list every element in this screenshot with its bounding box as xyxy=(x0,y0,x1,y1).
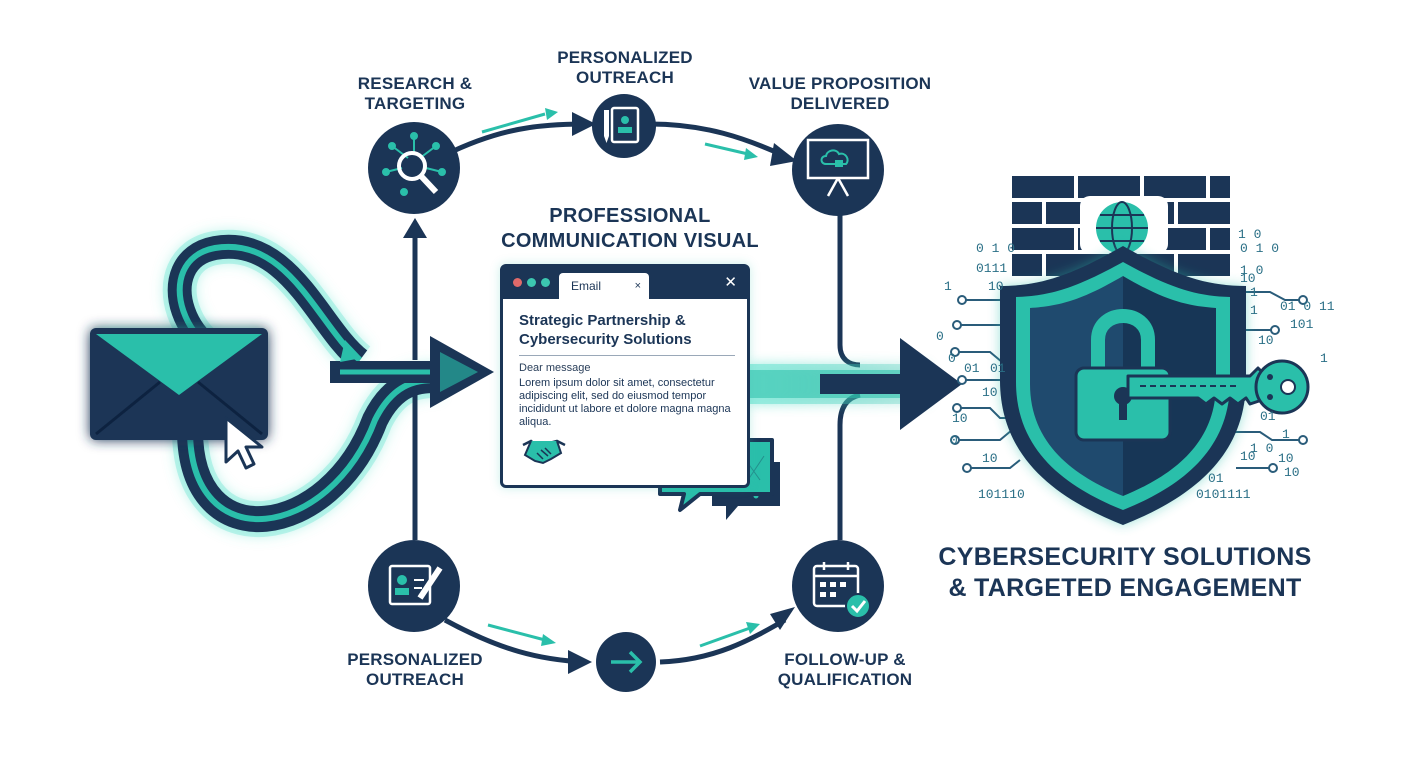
connector-arrowheads xyxy=(403,112,797,674)
binary-text: 01 xyxy=(964,361,980,376)
binary-text: 01 xyxy=(1208,471,1224,486)
step-outreach-bottom-circle xyxy=(368,540,460,632)
binary-text: 10 xyxy=(982,451,998,466)
step-value-circle xyxy=(792,124,884,216)
step-research-line2: TARGETING xyxy=(364,94,466,113)
binary-text: 10 xyxy=(1240,449,1256,464)
presentation-cloud-lock-icon xyxy=(806,138,870,197)
binary-text: 0 1 0 xyxy=(1240,241,1279,256)
binary-text: 10 xyxy=(988,279,1004,294)
edit-profile-icon xyxy=(388,564,443,606)
step-followup-line1: FOLLOW-UP & xyxy=(784,650,906,669)
step-value-line2: DELIVERED xyxy=(790,94,890,113)
globe-icon xyxy=(1080,196,1168,255)
binary-text: 1 0 xyxy=(1238,227,1261,242)
binary-text: 101 xyxy=(1290,317,1314,332)
circuit-nodes xyxy=(950,295,1308,473)
final-title-line1: CYBERSECURITY SOLUTIONS xyxy=(938,543,1312,571)
binary-text: 0101111 xyxy=(1196,487,1251,502)
email-divider xyxy=(519,355,735,356)
tab-close-icon[interactable]: × xyxy=(634,280,641,292)
window-dot-teal[interactable] xyxy=(541,278,550,287)
window-close-icon[interactable]: ✕ xyxy=(724,274,737,291)
binary-text: 10 xyxy=(1240,271,1256,286)
step-outreach-bottom-line1: PERSONALIZED xyxy=(347,650,483,669)
step-outreach-bottom-label: PERSONALIZED OUTREACH xyxy=(330,650,500,690)
email-greeting: Dear message xyxy=(519,362,591,374)
binary-text: 1 xyxy=(944,279,952,294)
binary-text: 10 xyxy=(1284,465,1300,480)
step-followup-circle xyxy=(792,540,884,632)
step-outreach-top-label: PERSONALIZED OUTREACH xyxy=(540,48,710,88)
email-subject-line2: Cybersecurity Solutions xyxy=(519,331,692,348)
step-arrow-circle xyxy=(596,632,656,692)
binary-text: 0 xyxy=(950,433,958,448)
handshake-icon xyxy=(522,439,566,465)
step-research-line1: RESEARCH & xyxy=(357,74,473,93)
window-dot-teal[interactable] xyxy=(527,278,536,287)
final-title: CYBERSECURITY SOLUTIONS & TARGETED ENGAG… xyxy=(930,542,1320,604)
binary-digits: 0 1 0 1 0 0111 1 10 0 1 0 1 0 1 0 01 0 1… xyxy=(936,227,1335,502)
binary-text: 1 xyxy=(1250,303,1258,318)
pen-id-card-icon xyxy=(604,106,640,144)
step-value-line1: VALUE PROPOSITION xyxy=(748,74,932,93)
binary-text: 1 0 xyxy=(1250,441,1273,456)
arrow-right-icon xyxy=(611,650,643,674)
step-value-label: VALUE PROPOSITION DELIVERED xyxy=(740,74,940,114)
binary-text: 10 xyxy=(1278,451,1294,466)
binary-text: 1 0 xyxy=(1240,263,1263,278)
calendar-check-icon xyxy=(812,562,871,619)
binary-text: 1 xyxy=(1250,285,1258,300)
email-titlebar: Email × ✕ xyxy=(503,267,747,299)
binary-text: 101110 xyxy=(978,487,1025,502)
binary-text: 01 xyxy=(1260,409,1276,424)
cursor-icon xyxy=(224,416,264,470)
beam-arrow xyxy=(750,338,962,430)
binary-text: 1 xyxy=(1320,351,1328,366)
key-icon xyxy=(1126,359,1310,415)
binary-text: 1 xyxy=(1282,427,1290,442)
step-outreach-bottom-line2: OUTREACH xyxy=(366,670,464,689)
step-followup-label: FOLLOW-UP & QUALIFICATION xyxy=(760,650,930,690)
step-followup-line2: QUALIFICATION xyxy=(777,670,913,689)
binary-text: 01 0 11 xyxy=(1280,299,1335,314)
binary-text: 10 xyxy=(1258,333,1274,348)
binary-text: 10 xyxy=(982,385,998,400)
binary-text: 01 xyxy=(990,361,1006,376)
binary-text: 10 xyxy=(952,411,968,426)
step-outreach-top-line2: OUTREACH xyxy=(576,68,674,87)
email-subject-line1: Strategic Partnership & xyxy=(519,312,686,329)
binary-text: 0 1 0 xyxy=(976,241,1015,256)
center-title-line1: PROFESSIONAL xyxy=(549,205,711,227)
step-outreach-top-line1: PERSONALIZED xyxy=(557,48,693,67)
binary-text: 0 xyxy=(936,329,944,344)
center-title: PROFESSIONAL COMMUNICATION VISUAL xyxy=(500,204,760,254)
binary-text: 0111 xyxy=(976,261,1007,276)
step-research-circle xyxy=(368,122,460,214)
window-dot-red[interactable] xyxy=(513,278,522,287)
center-title-line2: COMMUNICATION VISUAL xyxy=(501,230,759,252)
binary-text: 0 xyxy=(948,351,956,366)
envelope-icon xyxy=(90,328,268,440)
email-tab[interactable]: Email × xyxy=(559,273,649,299)
step-outreach-top-circle xyxy=(592,94,656,158)
email-subject: Strategic Partnership & Cybersecurity So… xyxy=(519,311,739,349)
connector-accents xyxy=(481,108,760,648)
final-title-line2: & TARGETED ENGAGEMENT xyxy=(948,574,1302,602)
email-body: Lorem ipsum dolor sit amet, consectetur … xyxy=(519,377,731,428)
step-research-label: RESEARCH & TARGETING xyxy=(340,74,490,114)
network-search-icon xyxy=(382,132,446,196)
email-tab-label: Email xyxy=(571,279,602,293)
email-window: Email × ✕ Strategic Partnership & Cybers… xyxy=(500,264,750,488)
